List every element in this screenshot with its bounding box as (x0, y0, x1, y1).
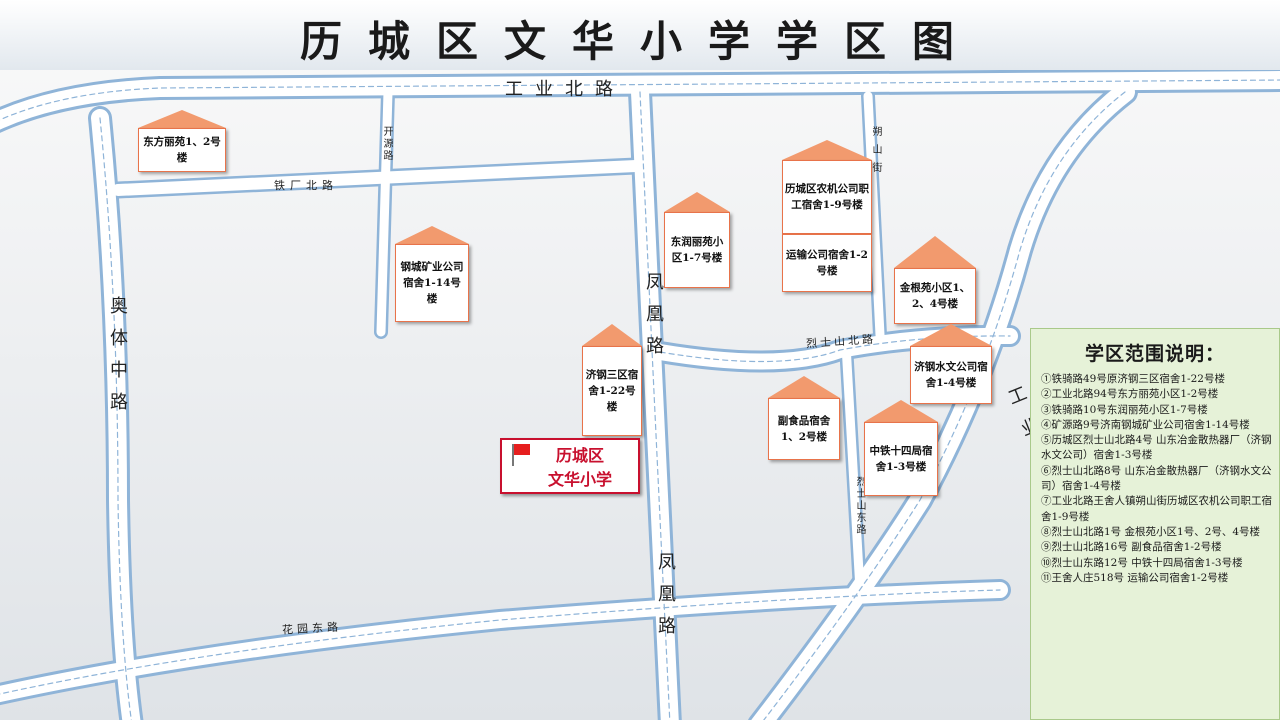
building-jigang-sanqu: 济钢三区宿舍1-22号楼 (582, 324, 642, 436)
title-bar (0, 0, 1280, 70)
building-fushipin: 副食品宿舍1、2号楼 (768, 376, 840, 460)
roof-icon (768, 376, 840, 398)
roof-icon (894, 236, 976, 268)
building-yunshu-gongsi: 运输公司宿舍1-2号楼 (782, 234, 872, 292)
legend-list: ①铁骑路49号原济钢三区宿舍1-22号楼 ②工业北路94号东方丽苑小区1-2号楼… (1031, 372, 1279, 586)
legend-item: ③铁骑路10号东润丽苑小区1-7号楼 (1041, 403, 1208, 416)
label-kaiyuan-road: 开源路 (381, 126, 392, 162)
roof-icon (910, 324, 992, 346)
map-title: 历城区文华小学学区图 (299, 17, 980, 66)
legend-item: ⑩烈士山东路12号 中铁十四局宿舍1-3号楼 (1041, 556, 1243, 569)
legend-item: ⑦工业北路王舍人镇朔山街历城区农机公司职工宿舍1-9号楼 (1041, 495, 1272, 523)
building-zhongtie-14ju: 中铁十四局宿舍1-3号楼 (864, 400, 938, 496)
flagpole-icon (512, 444, 514, 466)
label-shuoshan-street: 朔山街 (870, 126, 881, 180)
building-jingen-yuan: 金根苑小区1、2、4号楼 (894, 236, 976, 324)
legend-item: ⑥烈士山北路8号 山东冶金散热器厂（济钢水文公司）宿舍1-4号楼 (1041, 464, 1272, 493)
building-dongrun-liyuan: 东润丽苑小区1-7号楼 (664, 192, 730, 288)
label-fenghuang-road-lower: 凤凰路 (655, 552, 676, 648)
roof-icon (395, 226, 469, 244)
roof-icon (782, 140, 872, 160)
label-fenghuang-road-upper: 凤凰路 (643, 272, 664, 368)
roof-icon (582, 324, 642, 346)
legend-item: ⑤历城区烈士山北路4号 山东冶金散热器厂（济钢水文公司）宿舍1-3号楼 (1041, 434, 1272, 462)
label-gongye-bei-road: 工业北路 (505, 79, 625, 100)
label-lieshishan-dong-road: 烈士山东路 (854, 476, 865, 536)
building-jigang-shuiwen: 济钢水文公司宿舍1-4号楼 (910, 324, 992, 404)
school-name: 历城区 文华小学 (547, 446, 612, 489)
roof-icon (664, 192, 730, 212)
district-legend: 学区范围说明： ①铁骑路49号原济钢三区宿舍1-22号楼 ②工业北路94号东方丽… (1030, 328, 1280, 720)
label-aoti-zhong-road: 奥体中路 (107, 296, 128, 424)
building-gangcheng-kuangye: 钢城矿业公司宿舍1-14号楼 (395, 226, 469, 322)
legend-title: 学区范围说明： (1084, 343, 1225, 365)
label-tiechang-bei-road: 铁厂北路 (274, 179, 338, 192)
legend-item: ⑨烈士山北路16号 副食品宿舍1-2号楼 (1041, 541, 1222, 554)
roof-icon (138, 110, 226, 128)
legend-item: ⑪王舍人庄518号 运输公司宿舍1-2号楼 (1041, 571, 1229, 584)
legend-item: ⑧烈士山北路1号 金根苑小区1号、2号、4号楼 (1041, 525, 1261, 538)
red-flag-icon (514, 444, 530, 455)
legend-item: ④矿源路9号济南钢城矿业公司宿舍1-14号楼 (1041, 418, 1250, 431)
legend-item: ①铁骑路49号原济钢三区宿舍1-22号楼 (1041, 373, 1225, 385)
legend-item: ②工业北路94号东方丽苑小区1-2号楼 (1041, 388, 1219, 401)
building-nongji-gongsi: 历城区农机公司职工宿舍1-9号楼 (782, 140, 872, 234)
roof-icon (864, 400, 938, 422)
school-marker: 历城区 文华小学 (500, 438, 640, 494)
building-dongfang-liyuan: 东方丽苑1、2号楼 (138, 110, 226, 172)
label-huayuan-dong-road: 花园东路 (281, 620, 343, 637)
